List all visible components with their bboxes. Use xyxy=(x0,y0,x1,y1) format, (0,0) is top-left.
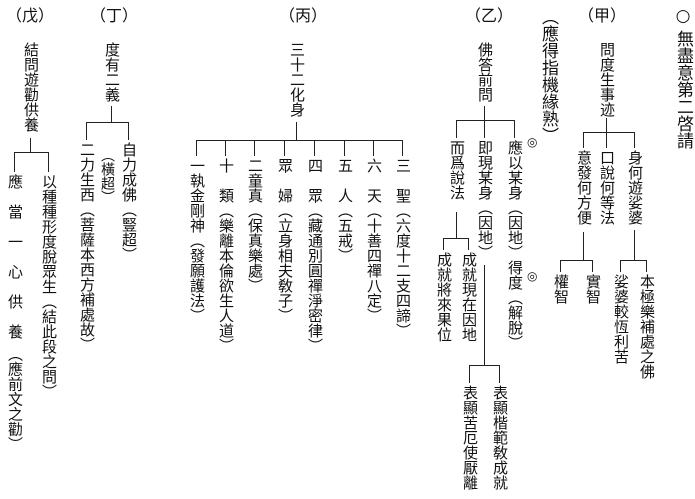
bing-item-8: 一執金剛神（發願護法） xyxy=(188,158,206,323)
jia-left: 身何遊娑婆 xyxy=(626,150,644,225)
jia-far-sub-2: 權智 xyxy=(552,274,570,304)
yi-col1: 應以某身（因地）得度（解脫） xyxy=(506,140,524,350)
yi-head: 佛答前問 xyxy=(476,42,494,102)
section-ding-label: （丁） xyxy=(90,6,139,25)
jia-head: 問度生事迹 xyxy=(598,42,616,117)
bing-item-6: 二童真（保真樂處） xyxy=(246,158,264,293)
yi-col2: 即現某身（因地） xyxy=(476,140,494,260)
yi-col3: 而爲說法 xyxy=(448,140,466,200)
title-circle-mark: ○ xyxy=(673,6,693,26)
main-note: （應得指機緣熟） xyxy=(538,8,558,144)
yi-mark-2: ◎ xyxy=(527,269,538,283)
section-wu-label: （戊） xyxy=(6,6,55,25)
bing-item-4: 四 眾（藏通別圓禪淨密律） xyxy=(306,158,324,353)
bing-item-7: 十 類（樂離本倫欲生人道） xyxy=(217,158,235,353)
yi-mark-1: ◎ xyxy=(527,135,538,149)
yi-col3-sub-2: 成就將來果位 xyxy=(435,252,453,342)
bing-head: 三十二化身 xyxy=(288,42,306,117)
section-jia-label: （甲） xyxy=(578,6,627,25)
bing-item-5: 眾 婦（立身相夫敎子） xyxy=(276,158,294,323)
jia-far: 意發何方便 xyxy=(575,150,593,225)
jia-far-sub-1: 實智 xyxy=(584,274,602,304)
ding-item-1: 自力成佛（豎超） xyxy=(120,142,138,262)
wu-item-2: 應 當 一 心 供 養 （應前文之勸） xyxy=(6,174,24,452)
ding-item-2: 二力生西（菩薩本西方補處故） xyxy=(78,142,96,352)
wu-head: 結問遊勸供養 xyxy=(22,42,40,132)
yi-col3-sub-1: 成就現在因地 xyxy=(460,252,478,342)
bing-item-1: 三 聖（六度十二支四諦） xyxy=(394,158,412,338)
bing-item-3: 五 人（五戒） xyxy=(336,158,354,263)
section-yi-label: （乙） xyxy=(465,6,514,25)
page-title: 無盡意第二啓請 xyxy=(673,30,693,149)
ding-head: 度有二義 xyxy=(103,42,121,102)
bing-item-2: 六 天（十善四禪八定） xyxy=(365,158,383,323)
jia-left-sub-2: 娑婆較恆利苦 xyxy=(612,274,630,364)
jia-right: 口說何等法 xyxy=(598,150,616,225)
jia-left-sub-1: 本極樂補處之佛 xyxy=(638,274,656,379)
wu-item-1: 以種種形度脫眾生（結此段之問） xyxy=(40,174,58,399)
section-bing-label: （丙） xyxy=(279,6,328,25)
yi-col2-sub-2: 表顯苦厄使厭離 xyxy=(461,385,479,490)
yi-col2-sub-1: 表顯楷範敎成就 xyxy=(491,385,509,490)
ding-note: （橫超） xyxy=(99,148,115,204)
